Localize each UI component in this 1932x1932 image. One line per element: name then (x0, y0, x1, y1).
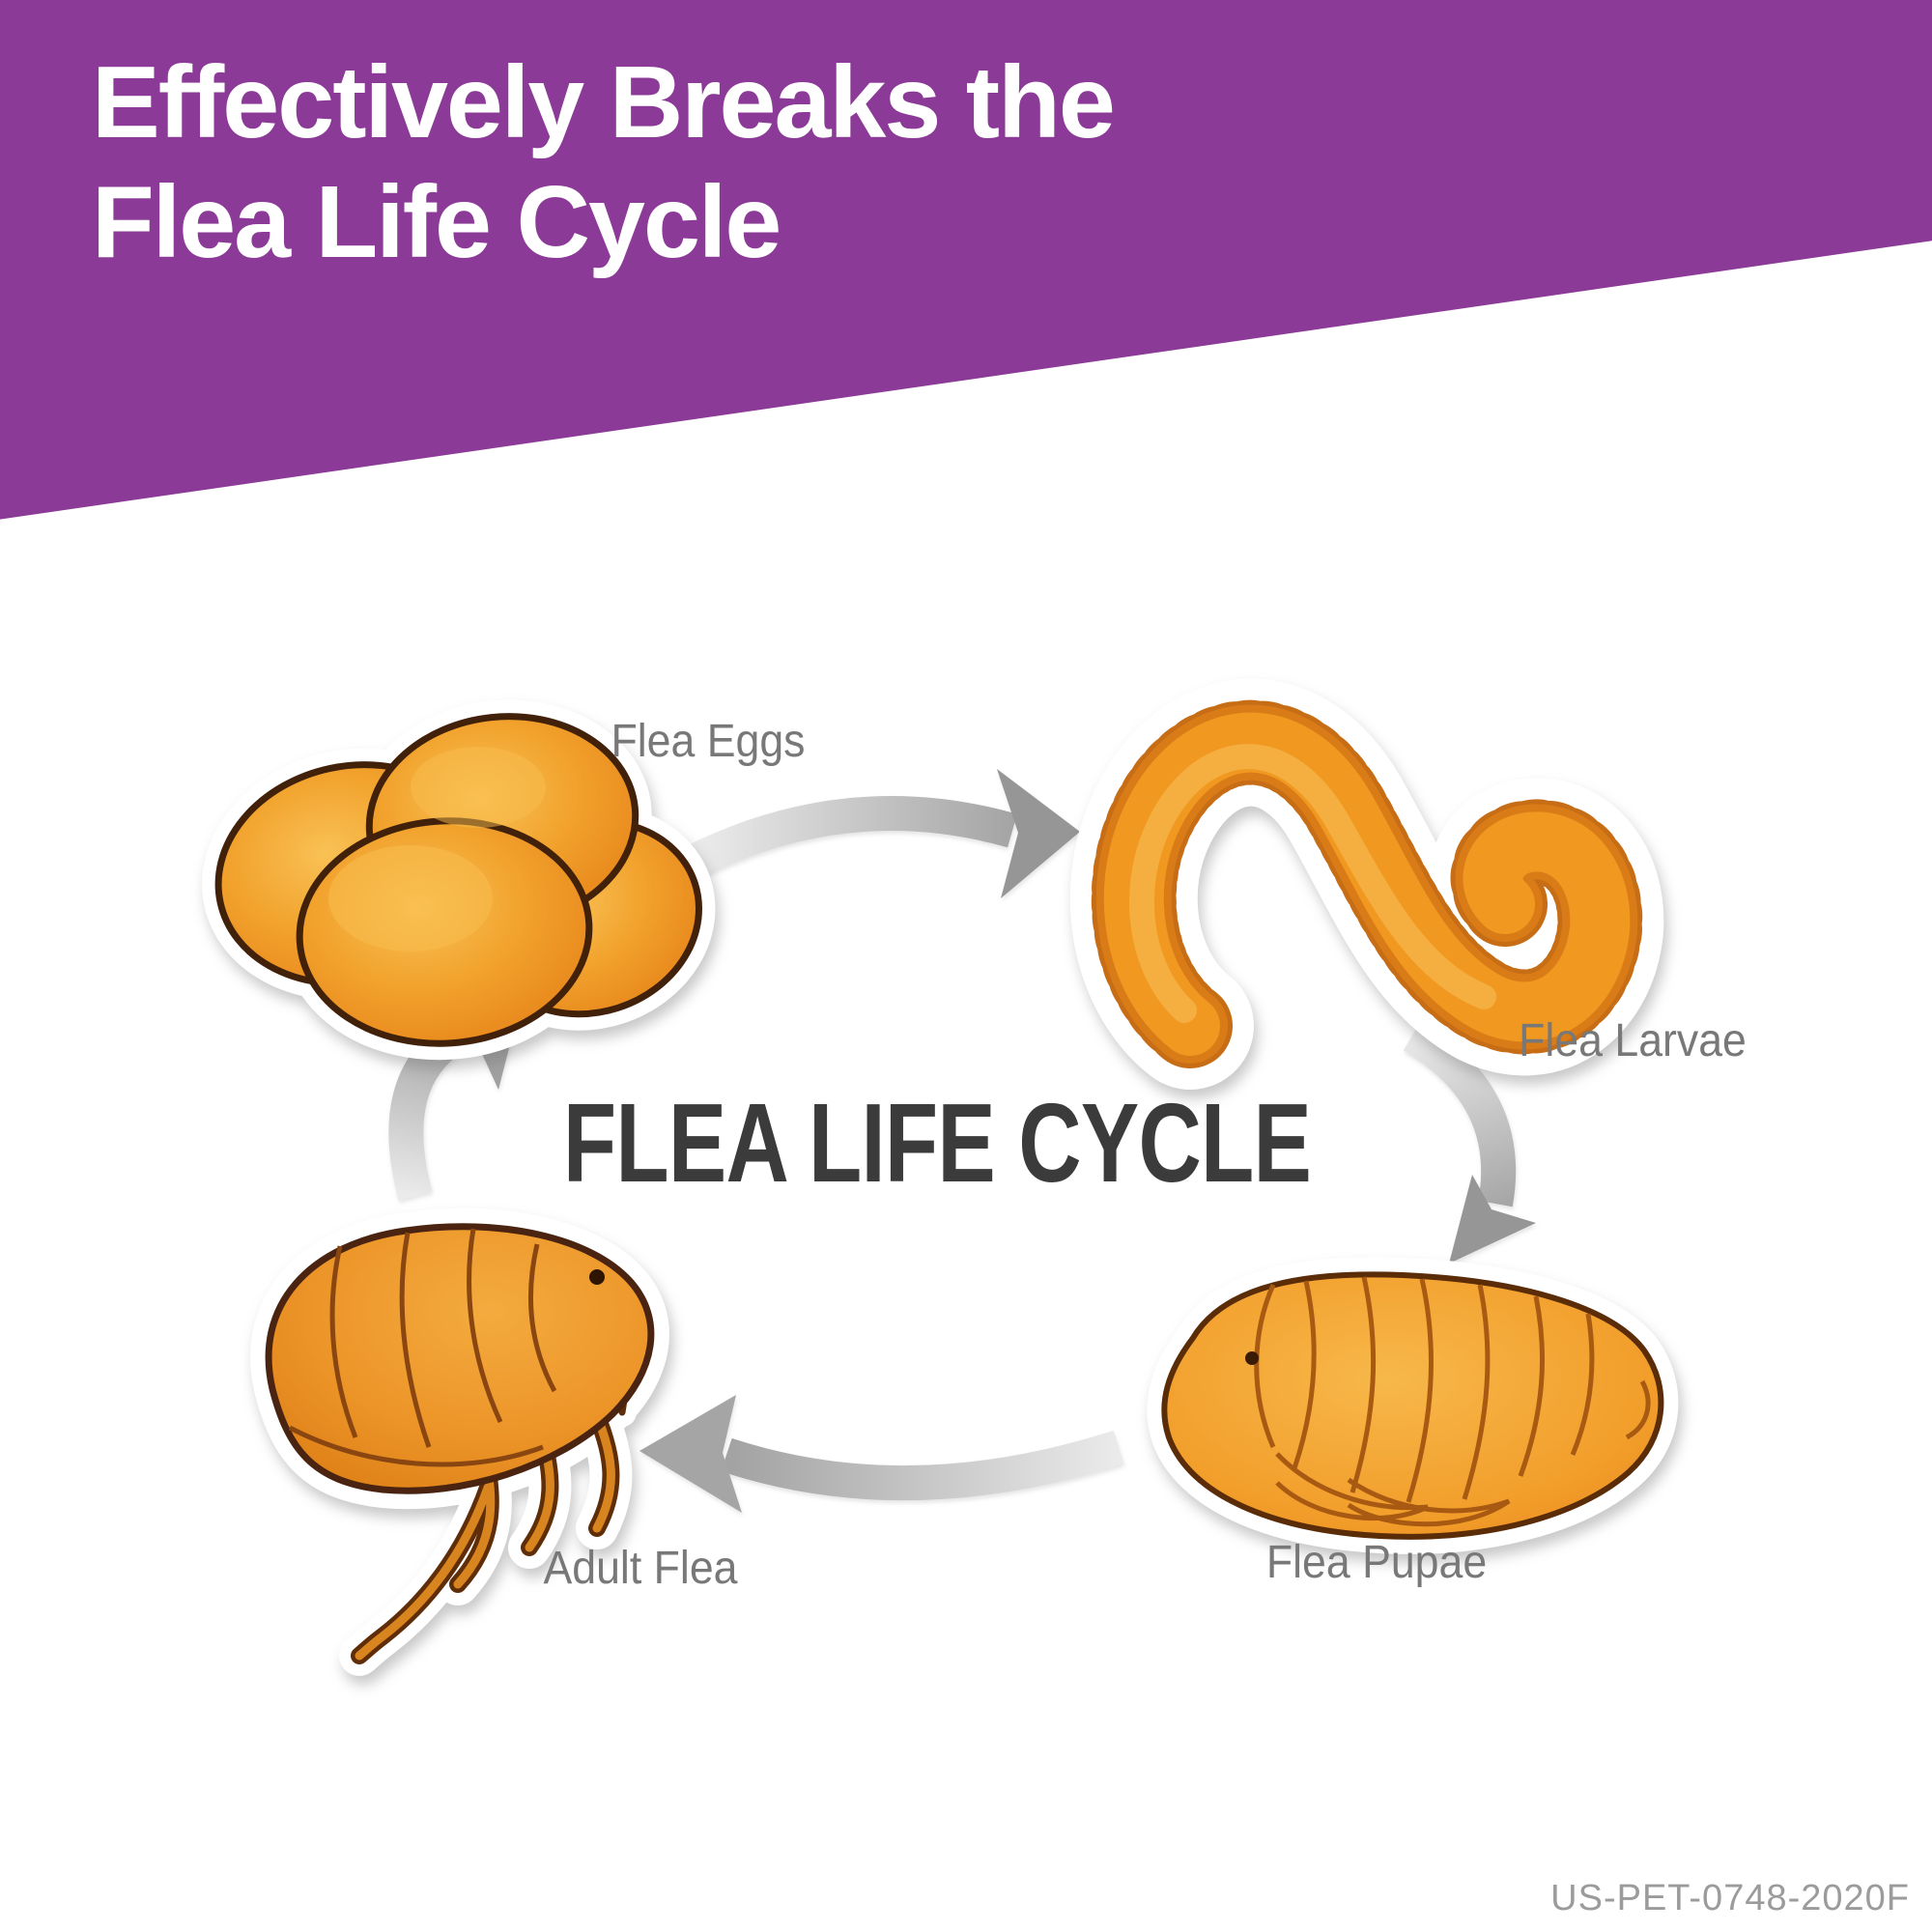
flea-larva-illustration (1069, 678, 1664, 1090)
arrow-pupae-to-adult (639, 1395, 1124, 1513)
flea-eggs-label: Flea Eggs (611, 716, 806, 767)
flea-larvae-label: Flea Larvae (1519, 1015, 1747, 1066)
cycle-title: FLEA LIFE CYCLE (562, 1080, 1312, 1206)
flea-pupa-illustration (1147, 1257, 1679, 1554)
adult-flea-illustration (250, 1208, 669, 1676)
headline: Effectively Breaks the Flea Life Cycle (92, 43, 1116, 282)
headline-line2: Flea Life Cycle (92, 165, 781, 280)
adult-flea-label: Adult Flea (543, 1543, 738, 1594)
arrow-eggs-to-larvae (686, 769, 1080, 898)
arrow-larvae-to-pupae (1403, 1020, 1536, 1264)
headline-line1: Effectively Breaks the (92, 45, 1116, 159)
flea-eggs-illustration (202, 699, 716, 1061)
footer-code: US-PET-0748-2020F (1550, 1878, 1910, 1918)
flea-pupae-label: Flea Pupae (1265, 1537, 1488, 1588)
